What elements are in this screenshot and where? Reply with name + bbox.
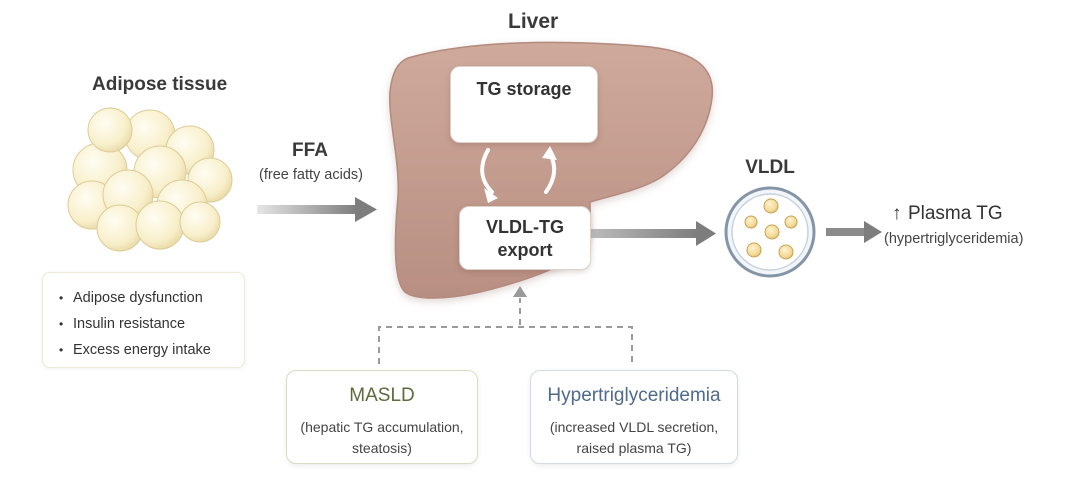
vldl-export-arrow [588,221,716,246]
up-arrowhead [542,146,557,160]
plasma-tg-label: Plasma TG [907,203,1003,224]
down-arrowhead [484,188,498,203]
adipose-tissue-cluster [67,107,233,252]
masld-desc-line2: steatosis) [352,440,412,456]
dashed-connector [378,298,633,364]
factor-item: •Insulin resistance [59,316,186,332]
htg-desc-line1: (increased VLDL secretion, [549,419,719,435]
ffa-sublabel: (free fatty acids) [259,167,363,183]
up-arrow-icon: ↑ [892,203,902,224]
export-line2: export [497,240,553,260]
htg-desc-line2: raised plasma TG) [576,440,692,456]
vldl-label: VLDL [745,157,795,178]
vldl-tg-export-box: VLDL-TG export [459,206,591,270]
adipose-title: Adipose tissue [92,74,228,95]
masld-title: MASLD [349,385,415,406]
masld-box: MASLD (hepatic TG accumulation, steatosi… [286,370,478,464]
tg-storage-label: TG storage [476,79,572,99]
liver-title: Liver [508,10,559,33]
masld-desc-line1: (hepatic TG accumulation, [300,419,464,435]
vldl-particle [724,186,816,278]
plasma-arrow [826,221,882,243]
factor-item: •Excess energy intake [59,342,211,358]
factor-item: •Adipose dysfunction [59,290,203,306]
ffa-label: FFA [292,140,328,161]
tg-storage-box: TG storage [450,66,598,143]
connector-arrowhead [513,286,527,297]
hypertriglyceridemia-box: Hypertriglyceridemia (increased VLDL sec… [530,370,738,464]
ffa-arrow [257,197,377,222]
risk-factors-box: •Adipose dysfunction •Insulin resistance… [42,272,245,368]
export-line1: VLDL-TG [486,217,564,237]
htg-title: Hypertriglyceridemia [547,385,721,406]
plasma-tg-sublabel: (hypertriglyceridemia) [884,231,1024,247]
plasma-tg-heading: ↑ Plasma TG [892,203,1003,225]
